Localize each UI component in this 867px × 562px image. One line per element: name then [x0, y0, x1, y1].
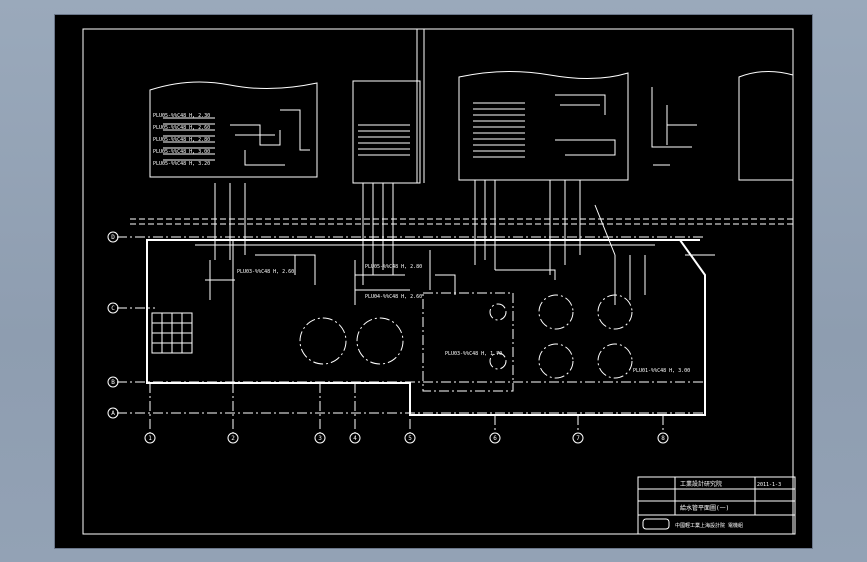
- plan-label-3: PLU04-%%C48 H, 2.60: [365, 294, 422, 300]
- plan-label-2: PLU05-%%C48 H, 2.80: [365, 264, 422, 270]
- note-line-3: PLU05-%%C48 H, 2.80: [153, 137, 210, 143]
- note-line-4: PLU05-%%C48 H, 3.00: [153, 149, 210, 155]
- central-room: [422, 292, 514, 392]
- drawing-sheet: PLU05-%%C48 H, 2.30 PLU05-%%C48 H, 2.60 …: [82, 28, 796, 535]
- title-drawing-no: 2011-1-3: [757, 482, 781, 488]
- svg-text:C: C: [111, 305, 115, 312]
- tank-1: [299, 317, 347, 365]
- svg-text:6: 6: [493, 435, 497, 442]
- note-line-2: PLU05-%%C48 H, 2.60: [153, 125, 210, 131]
- svg-text:A: A: [111, 410, 115, 417]
- plan-label-4: PLU03-%%C48 H, 1.70: [445, 351, 502, 357]
- note-line-5: PLU05-%%C48 H, 3.20: [153, 161, 210, 167]
- plan-label-5: PLU01-%%C48 H, 3.00: [633, 368, 690, 374]
- title-footer: 中國輕工業上海設計院 電機組: [675, 522, 743, 529]
- riser-detail: [651, 87, 697, 166]
- tank-2: [356, 317, 404, 365]
- title-company: 工業設計研究院: [680, 480, 722, 488]
- tanks: [299, 294, 633, 379]
- title-block: 工業設計研究院 2011-1-3 給水管平面圖(一) 中國輕工業上海設計院 電機…: [637, 476, 796, 535]
- detail-panel-4: [738, 71, 794, 181]
- stair-grid: [151, 312, 193, 354]
- svg-text:5: 5: [408, 435, 412, 442]
- cad-viewport[interactable]: PLU05-%%C48 H, 2.30 PLU05-%%C48 H, 2.60 …: [54, 14, 813, 549]
- svg-text:D: D: [111, 234, 115, 241]
- axis-bubbles-left: D C B A: [107, 231, 119, 419]
- svg-text:3: 3: [318, 435, 322, 442]
- piping: [150, 180, 715, 305]
- svg-text:2: 2: [231, 435, 235, 442]
- tank-3: [538, 294, 574, 330]
- svg-text:8: 8: [661, 435, 665, 442]
- svg-text:4: 4: [353, 435, 357, 442]
- detail-panel-2: [352, 80, 421, 184]
- tank-6: [597, 343, 633, 379]
- svg-text:1: 1: [148, 435, 152, 442]
- svg-text:B: B: [111, 379, 115, 386]
- title-drawing-title: 給水管平面圖(一): [680, 504, 729, 512]
- svg-text:7: 7: [576, 435, 580, 442]
- plan-label-1: PLU03-%%C48 H, 2.60: [237, 269, 294, 275]
- building-outline: [146, 239, 706, 416]
- detail-panel-1: PLU05-%%C48 H, 2.30 PLU05-%%C48 H, 2.60 …: [149, 81, 318, 178]
- tank-7: [489, 303, 507, 321]
- tank-8: [489, 352, 507, 370]
- tank-5: [538, 343, 574, 379]
- detail-panel-3: [458, 70, 629, 181]
- note-line-1: PLU05-%%C48 H, 2.30: [153, 113, 210, 119]
- sheet-border: [82, 28, 794, 535]
- axis-bubbles-bottom: 1 2 3 4 5 6 7 8: [144, 432, 669, 444]
